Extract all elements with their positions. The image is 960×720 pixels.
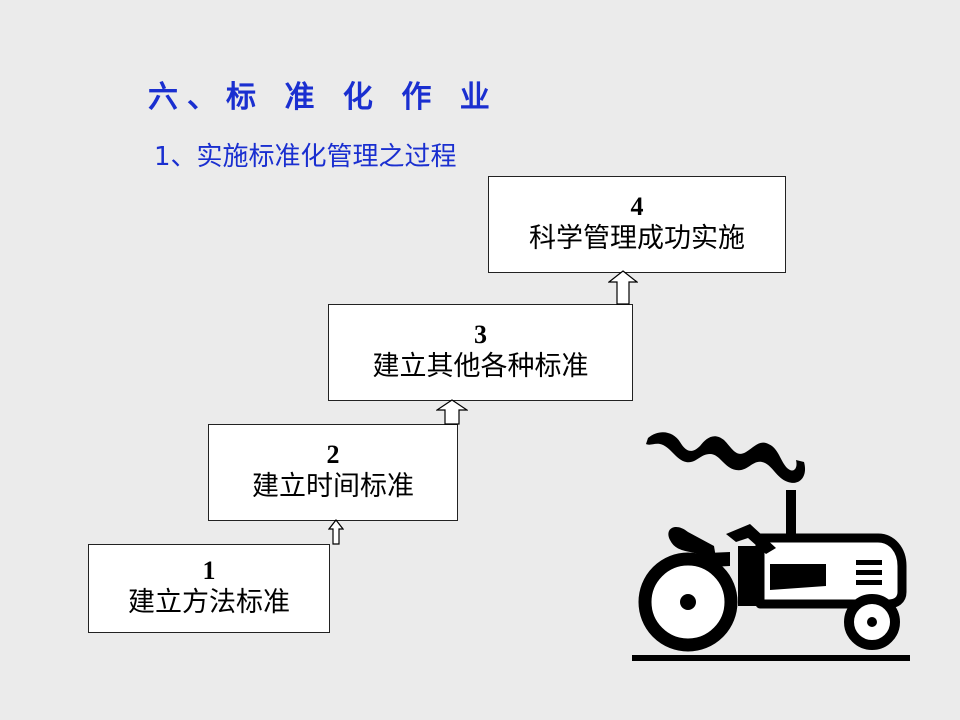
hollow-up-arrow-icon (436, 399, 468, 425)
step-label: 建立方法标准 (128, 587, 290, 619)
step-number: 1 (202, 555, 216, 585)
hollow-up-arrow-icon (328, 519, 344, 545)
step-number: 3 (474, 319, 487, 349)
hollow-up-arrow-icon (608, 270, 638, 305)
step-box-3: 3 建立其他各种标准 (328, 304, 633, 401)
step-number: 2 (326, 439, 340, 469)
step-box-4: 4 科学管理成功实施 (488, 176, 786, 273)
page-subtitle: 1、实施标准化管理之过程 (154, 142, 457, 172)
page-title: 六、标 准 化 作 业 (148, 80, 499, 115)
step-box-2: 2 建立时间标准 (208, 424, 458, 521)
step-number: 4 (630, 191, 644, 221)
step-box-1: 1 建立方法标准 (88, 544, 330, 633)
step-label: 建立其他各种标准 (372, 351, 589, 383)
tractor-icon (632, 432, 910, 661)
step-label: 建立时间标准 (252, 471, 414, 503)
step-label: 科学管理成功实施 (529, 223, 745, 255)
